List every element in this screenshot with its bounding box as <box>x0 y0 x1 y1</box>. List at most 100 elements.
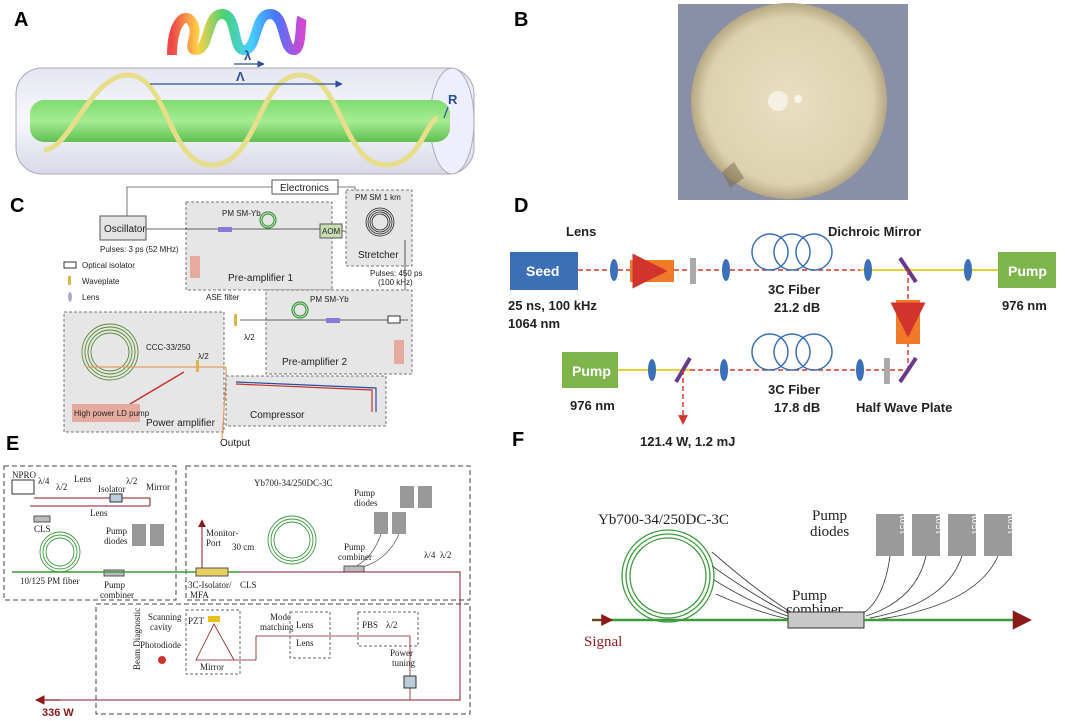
h2c-label: λ/2 <box>440 550 451 560</box>
mirror-label: Mirror <box>146 482 170 492</box>
stretcher-pulses-1: Pulses: 450 ps <box>370 269 422 278</box>
mode-label: Mode <box>270 612 291 622</box>
diagnostic-section-box <box>95 603 471 715</box>
pump-diodes-1b: diodes <box>104 536 128 546</box>
preamp2-wdm <box>326 318 340 323</box>
preamp1-coil <box>259 211 277 229</box>
pump-diodes-f: 150W 150W 150W 150W <box>876 508 1018 556</box>
mfa-label: MFA <box>190 590 209 600</box>
pump-diodes-1: Pump <box>106 526 128 536</box>
lens-label: Lens <box>566 224 596 239</box>
yb-fiber-label: Yb700-34/250DC-3C <box>254 478 333 488</box>
fiber2-db: 17.8 dB <box>774 400 820 415</box>
preamp1-wdm <box>218 227 232 232</box>
seed-section-box <box>3 465 177 601</box>
compressor-beam-blue <box>235 381 377 412</box>
stretcher-fiber-label: PM SM 1 km <box>355 193 401 202</box>
aom-label: AOM <box>322 227 341 236</box>
q4-label: λ/4 <box>38 476 50 486</box>
pump-diodes-2: Pump <box>354 488 376 498</box>
power-tuning-b-label: tuning <box>392 658 416 668</box>
pump-combiner-2b: combiner <box>338 552 372 562</box>
diodes-label-f: diodes <box>810 524 849 540</box>
h2a-label: λ/2 <box>56 482 67 492</box>
pump-diode-f1 <box>876 514 904 556</box>
seed-spec-1: 25 ns, 100 kHz <box>508 298 597 313</box>
seed-box <box>510 252 578 290</box>
fiber1-label: 3C Fiber <box>768 282 820 297</box>
Lambda-label: Λ <box>236 69 245 84</box>
ase-half-wave-label: λ/2 <box>244 333 255 342</box>
pump-fibers-f <box>711 551 999 621</box>
pump-combiner-1b: combiner <box>100 590 134 600</box>
fiber2-label: 3C Fiber <box>768 382 820 397</box>
panel-c-label: C <box>10 195 24 217</box>
pzt-label: PZT <box>188 616 205 626</box>
pump-right-nm: 976 nm <box>1002 298 1047 313</box>
pump-diode-e4 <box>392 512 406 534</box>
isolator-3c-label: 3C-Isolator/ <box>188 580 232 590</box>
diode-f3-label: 150W <box>970 508 982 536</box>
compressor-label: Compressor <box>250 410 305 421</box>
lens-4 <box>964 259 972 281</box>
amp-fiber-coil <box>267 515 317 565</box>
high-power-ld-label: High power LD pump <box>74 409 150 418</box>
helical-wavefront <box>167 8 307 56</box>
legend-isolator-icon <box>63 261 77 269</box>
mirror-b-label: Mirror <box>200 662 224 672</box>
matching-label: matching <box>260 622 294 632</box>
amplifier-section-box <box>185 465 471 601</box>
lens-1 <box>610 259 618 281</box>
panel-d: D Lens Dichroic Mirror Seed 25 ns, 100 k… <box>508 195 1056 449</box>
out-power-label: 336 W <box>42 707 74 719</box>
pump-left-nm: 976 nm <box>570 398 615 413</box>
output-power-label: 121.4 W, 1.2 mJ <box>640 434 735 449</box>
lens-7 <box>856 359 864 381</box>
preamp1-fiber-label: PM SM-Yb <box>222 209 261 218</box>
lens-5 <box>648 359 656 381</box>
preamp2-label: Pre-amplifier 2 <box>282 357 347 368</box>
radius-tick <box>443 106 449 119</box>
lens-2 <box>722 259 730 281</box>
fiber-coil-1 <box>751 233 833 271</box>
pump-right-label: Pump <box>1008 263 1047 279</box>
pump-delivery-line <box>129 371 185 405</box>
pump-left-box <box>562 352 618 388</box>
preamp1-ld-pump <box>190 256 200 278</box>
oscillator-box <box>99 215 147 241</box>
lambda-label: λ <box>244 48 252 63</box>
isolator-e <box>109 493 123 503</box>
npro-box <box>11 479 35 495</box>
monitor-port-b: Port <box>206 538 222 548</box>
cavity-triangle <box>195 623 235 661</box>
electronics-label: Electronics <box>280 183 329 194</box>
pbs-label: PBS <box>362 620 378 630</box>
power-half-wave-label: λ/2 <box>198 352 209 361</box>
ccc-label: CCC-33/250 <box>146 343 191 352</box>
fiber-core-spot <box>768 91 788 111</box>
legend-isolator-label: Optical isolator <box>82 261 135 270</box>
pbs-cube-lower <box>403 675 417 689</box>
pump-diode-e6 <box>418 486 432 508</box>
panel-a: A λ Λ R <box>14 8 475 175</box>
edge-chip <box>722 162 744 188</box>
panel-a-label: A <box>14 9 28 31</box>
lens-3 <box>864 259 872 281</box>
oscillator-label: Oscillator <box>104 224 146 235</box>
diag-beam <box>234 635 411 700</box>
panel-d-label: D <box>514 195 528 217</box>
preamp2-isolator <box>387 315 401 324</box>
beam-diag-label: Beam Diagnostic <box>132 608 142 670</box>
legend-c: Optical isolator Waveplate Lens <box>63 261 135 302</box>
isolator-3c-box <box>195 567 229 577</box>
monitor-port: Monitor- <box>206 528 238 538</box>
helix-side-core <box>43 72 440 168</box>
legend-waveplate-label: Waveplate <box>82 277 120 286</box>
core-cylinder <box>30 100 450 142</box>
diode-f4-label: 150W <box>1006 508 1018 536</box>
pump-diode-f3 <box>948 514 976 556</box>
ase-waveplate <box>234 314 237 326</box>
npro-label: NPRO <box>12 470 37 480</box>
cavity-label: cavity <box>150 622 172 632</box>
